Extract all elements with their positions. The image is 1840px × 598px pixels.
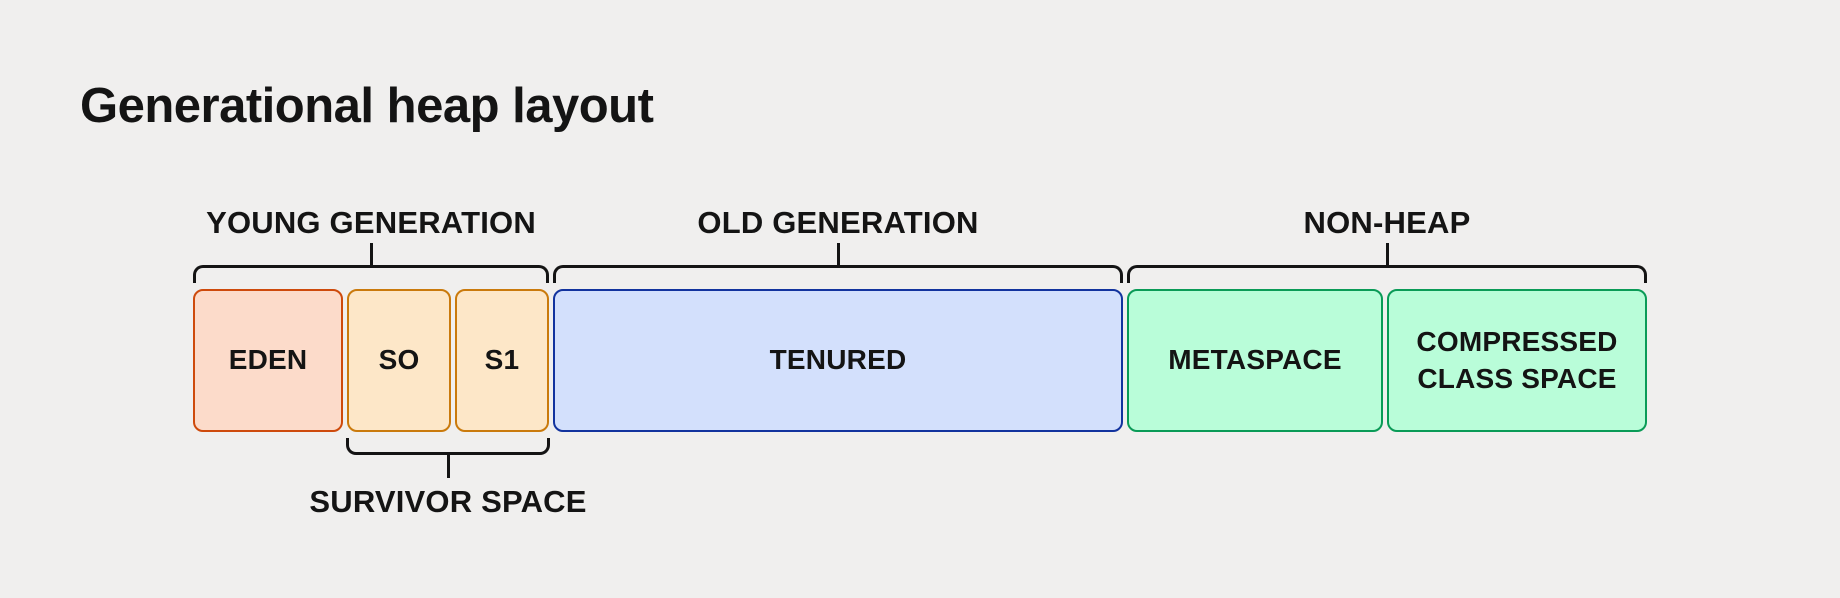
box-tenured: TENURED [553, 289, 1123, 432]
survivor-space-bracket [346, 438, 550, 455]
non-heap-stem [1385, 243, 1389, 266]
old-generation-brace [553, 265, 1123, 283]
non-heap-brace [1127, 265, 1647, 283]
old-generation-stem [836, 243, 840, 266]
box-metaspace: METASPACE [1127, 289, 1383, 432]
young-generation-brace [193, 265, 549, 283]
survivor-space-stem [446, 455, 450, 478]
group-label-non-heap: NON-HEAP [1303, 205, 1471, 240]
box-s0: SO [347, 289, 451, 432]
group-label-old-generation: OLD GENERATION [697, 205, 979, 240]
young-generation-stem [369, 243, 373, 266]
page-title: Generational heap layout [80, 79, 654, 133]
box-s1: S1 [455, 289, 549, 432]
box-compressed-class-space: COMPRESSED CLASS SPACE [1387, 289, 1647, 432]
survivor-space-label: SURVIVOR SPACE [309, 484, 587, 519]
box-eden: EDEN [193, 289, 343, 432]
group-label-young-generation: YOUNG GENERATION [206, 205, 536, 240]
